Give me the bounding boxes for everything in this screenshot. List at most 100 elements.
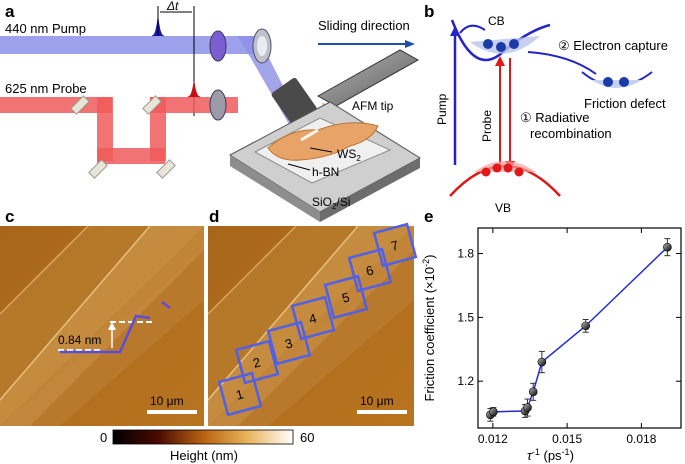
hole-1 — [481, 167, 491, 177]
scan-box-label-3: 3 — [283, 335, 294, 351]
data-point — [489, 407, 498, 417]
colorbar-min: 0 — [100, 430, 107, 445]
scan-box-2: 2 — [234, 339, 280, 385]
lens-highlight — [257, 36, 267, 56]
hbn-label: h-BN — [312, 165, 339, 179]
plot-frame — [477, 227, 682, 429]
panel-d: d 1 2 3 4 5 6 — [207, 207, 418, 426]
probe-mirror-2 — [88, 159, 108, 179]
panel-label-e: e — [424, 207, 433, 226]
probe-beam-1 — [0, 97, 112, 113]
ws2-pointer — [309, 147, 333, 153]
defect-label: Friction defect — [584, 96, 666, 111]
panel-label-a: a — [5, 2, 15, 21]
recomb-label-2: recombination — [530, 126, 612, 141]
step-edge-c-2 — [0, 225, 151, 401]
probe-beam-2 — [97, 97, 113, 161]
probe-beam-3 — [97, 148, 165, 164]
pump-arrowhead — [450, 26, 460, 36]
scan-box-1: 1 — [217, 371, 263, 417]
profile-tail — [161, 301, 171, 309]
colorbar-max: 60 — [300, 430, 314, 445]
pump-text: Pump — [435, 93, 449, 125]
electron-1 — [483, 39, 493, 49]
afm-label: AFM tip — [352, 99, 394, 113]
x-tick-label: 0.015 — [552, 432, 582, 446]
panel-a: a 440 nm Pump Δt 625 nm Probe — [0, 0, 421, 222]
data-point — [537, 357, 547, 367]
delay-label: Δt — [166, 0, 179, 13]
step-arrow-head — [108, 322, 116, 330]
hole-2 — [492, 163, 502, 173]
terrace-c-1 — [0, 226, 204, 426]
terrace-c-3 — [0, 250, 204, 426]
data-point — [581, 321, 590, 331]
defect-electron-2 — [619, 77, 629, 87]
substrate-side-left — [230, 155, 320, 222]
step-edge-d-1 — [207, 225, 297, 315]
chart-layer: 0.012 0.015 0.018 1.2 1.5 1.8 — [457, 228, 681, 446]
panel-label-b: b — [424, 2, 434, 21]
sliding-label: Sliding direction — [318, 18, 410, 33]
panel-b: b CB ② Electron capture Friction defect … — [424, 2, 668, 215]
electron-3 — [509, 39, 519, 49]
capture-arrow — [527, 51, 597, 75]
probe-mirror-1 — [70, 95, 90, 115]
y-axis-label: Friction coefficient (×10-2) — [421, 255, 437, 402]
probe-mirror — [209, 89, 227, 121]
step-height-label: 0.84 nm — [58, 333, 101, 347]
scan-box-7: 7 — [372, 222, 418, 268]
defect-fill — [592, 80, 642, 88]
panel-label-d: d — [209, 207, 219, 226]
pump-label: 440 nm Pump — [5, 21, 86, 36]
scale-label-d: 10 μm — [360, 394, 394, 408]
relax-arrow — [459, 24, 486, 34]
series-line — [489, 246, 668, 416]
hole-3 — [503, 163, 513, 173]
cb-label: CB — [488, 14, 505, 28]
terrace-c-2 — [0, 226, 204, 426]
scan-box-label-1: 1 — [234, 386, 245, 402]
terrace-d-1 — [208, 226, 414, 426]
vb-label: VB — [495, 201, 511, 215]
scale-bar-c — [147, 410, 197, 414]
terrace-d-2 — [208, 226, 414, 426]
electron-2 — [496, 42, 506, 52]
scale-label-c: 10 μm — [150, 394, 184, 408]
panel-c: c 0.84 nm 10 μm — [0, 207, 204, 426]
scan-box-label-6: 6 — [364, 262, 375, 278]
height-profile — [60, 314, 151, 354]
scale-bar-d — [357, 410, 407, 414]
sliding-arrow-head — [405, 40, 415, 48]
colorbar-label: Height (nm) — [170, 448, 238, 463]
data-point — [528, 387, 538, 397]
afm-cantilever — [316, 49, 420, 107]
afm-image-d — [208, 226, 414, 426]
scan-box-label-5: 5 — [340, 289, 351, 305]
recomb-label-1: ① Radiative — [520, 110, 589, 125]
data-point — [523, 403, 532, 412]
panel-e: e Friction coefficient (×10-2) τ-1 (ps-1… — [421, 207, 682, 463]
substrate-label: SiO2/Si — [312, 195, 350, 211]
probe-label: 625 nm Probe — [5, 81, 87, 96]
x-axis-label: τ-1 (ps-1) — [527, 447, 574, 463]
scan-box-label-4: 4 — [307, 310, 318, 326]
scan-box-5: 5 — [323, 274, 369, 320]
colorbar-gradient — [112, 429, 294, 445]
laser-spot — [300, 128, 319, 142]
y-tick-label: 1.5 — [457, 310, 474, 324]
probe-text: Probe — [480, 110, 494, 142]
x-tick-label: 0.018 — [626, 432, 656, 446]
afm-image-c — [0, 226, 204, 426]
y-tick-label: 1.8 — [457, 247, 474, 261]
x-tick-label: 0.012 — [478, 432, 508, 446]
scan-box-label-2: 2 — [251, 354, 262, 370]
panel-label-c: c — [5, 207, 14, 226]
y-tick-label: 1.2 — [457, 374, 474, 388]
ws2-label: WS2 — [337, 147, 361, 163]
hbn-pointer — [287, 163, 311, 171]
probe-mirror-4 — [156, 159, 176, 179]
hole-4 — [514, 167, 524, 177]
defect-electron-1 — [603, 77, 613, 87]
probe-arrowhead — [495, 56, 505, 66]
